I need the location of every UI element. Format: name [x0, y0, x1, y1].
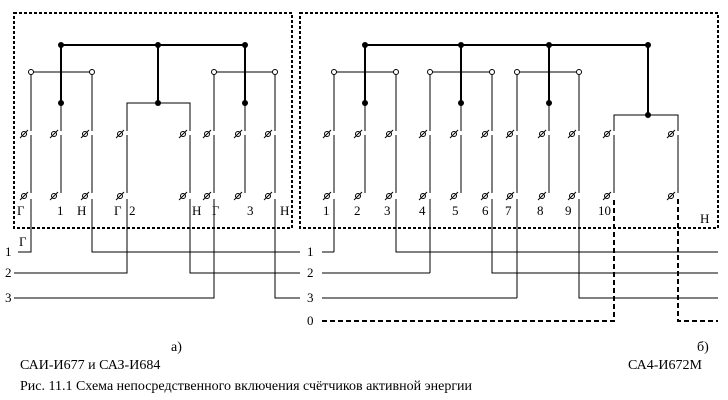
left-meter-housing	[13, 12, 293, 229]
right-lower-screws	[322, 191, 676, 201]
right-terminal-label: 9	[565, 203, 572, 218]
ground-label: Г	[19, 234, 27, 249]
right-terminal-label: 6	[482, 203, 489, 218]
supply-line-labels: 1 2 3 1 2 3 0	[5, 244, 314, 328]
right-terminal-label: 7	[505, 203, 512, 218]
left-terminal-label: 2	[129, 203, 136, 218]
left-terminal-label: Г	[212, 203, 220, 218]
left-terminal-label: Н	[192, 203, 201, 218]
neutral-label: Н	[700, 211, 709, 226]
right-terminal-labels: 1 2 3 4 5 6 7 8 9 10 Н	[323, 203, 709, 226]
left-external-wiring	[14, 199, 300, 299]
left-part-label: а)	[171, 340, 182, 355]
right-terminal-label: 8	[537, 203, 544, 218]
left-terminal-columns	[30, 135, 276, 193]
left-terminal-label: Н	[280, 203, 289, 218]
right-terminal-label: 10	[598, 203, 611, 218]
supply-line-label: 0	[307, 313, 314, 328]
supply-line-label: 2	[5, 265, 12, 280]
right-meter-housing	[299, 12, 719, 229]
supply-line-label: 1	[5, 244, 12, 259]
right-terminal-label: 5	[452, 203, 459, 218]
right-terminal-columns	[333, 135, 679, 193]
left-terminal-label: Г	[114, 203, 122, 218]
right-terminal-label: 3	[384, 203, 391, 218]
right-meter-caption: СА4-И672М	[628, 358, 703, 373]
right-external-wiring	[322, 199, 718, 322]
left-terminal-label: 3	[247, 203, 254, 218]
supply-line-label: 3	[307, 290, 314, 305]
left-lower-screws	[19, 191, 273, 201]
right-terminal-label: 1	[323, 203, 330, 218]
right-part-label: б)	[697, 340, 709, 355]
left-meter-caption: САИ-И677 и САЗ-И684	[20, 358, 160, 373]
right-terminal-label: 2	[354, 203, 361, 218]
right-terminal-label: 4	[419, 203, 426, 218]
left-terminal-label: Г	[17, 203, 25, 218]
figure-caption: Рис. 11.1 Схема непосредственного включе…	[20, 379, 473, 394]
left-upper-screws	[19, 129, 273, 139]
supply-line-label: 1	[307, 244, 314, 259]
left-terminal-label: 1	[57, 203, 64, 218]
left-terminal-labels: Г 1 Н Г 2 Н Г 3 Н	[17, 203, 289, 218]
supply-line-label: 3	[5, 290, 12, 305]
supply-line-label: 2	[307, 265, 314, 280]
right-upper-screws	[322, 129, 676, 139]
left-terminal-label: Н	[77, 203, 86, 218]
